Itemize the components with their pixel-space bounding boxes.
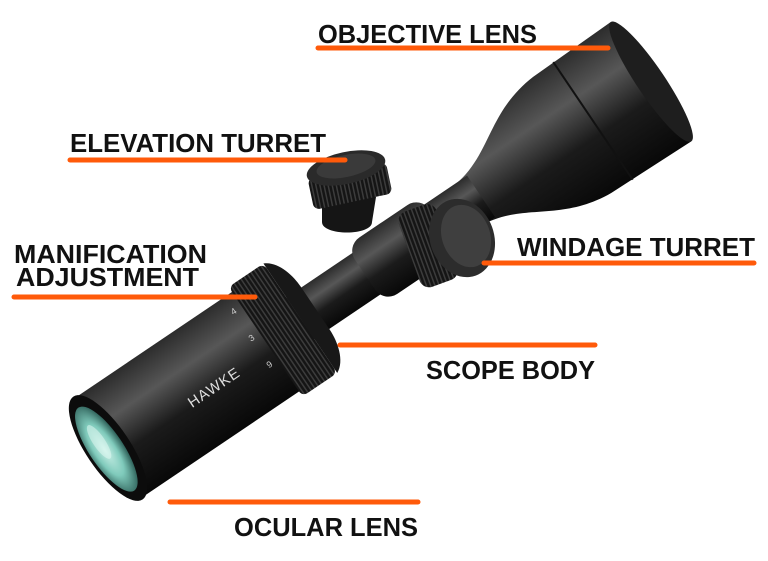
label-scope-body: SCOPE BODY — [426, 355, 595, 385]
label-magnification-line2: ADJUSTMENT — [16, 262, 199, 292]
ring-mark: 9 — [265, 359, 275, 370]
label-windage-turret: WINDAGE TURRET — [517, 232, 755, 262]
leader-lines — [11, 45, 757, 505]
objective-end — [609, 21, 693, 142]
label-objective-lens: OBJECTIVE LENS — [318, 19, 537, 49]
label-elevation-turret: ELEVATION TURRET — [70, 128, 326, 158]
ring-mark: 3 — [247, 332, 257, 343]
label-magnification-line1: MANIFICATION — [14, 239, 207, 269]
ocular-housing — [74, 286, 308, 498]
label-ocular-lens: OCULAR LENS — [234, 512, 418, 542]
windage-turret[interactable] — [396, 189, 506, 290]
ring-mark: 4 — [229, 306, 239, 317]
